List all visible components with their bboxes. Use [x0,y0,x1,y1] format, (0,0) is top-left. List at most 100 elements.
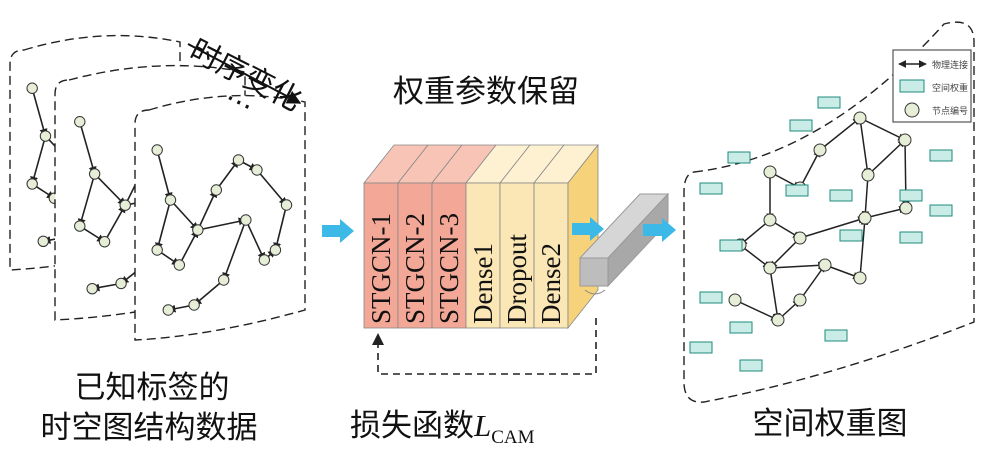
legend-item: 节点编号 [932,105,968,117]
input-caption-line1: 已知标签的 [74,370,230,406]
weight-box [899,231,923,244]
graph-edge [222,219,247,281]
graph-node [188,299,200,311]
graph-node [88,168,101,180]
weight-box [929,204,953,217]
graph-edge [103,204,126,243]
graph-node [269,244,282,256]
graph-node [858,211,872,225]
graph-node [232,154,245,166]
layer-label: Dense1 [468,243,498,324]
graph-node [151,244,163,256]
layer-label: Dense2 [536,243,566,324]
graph-edge [31,88,48,137]
graph-edge [859,117,871,176]
weight-box [839,229,863,242]
graph-node [119,199,131,211]
graph-edge [799,264,826,301]
layer-label: STGCN-3 [434,213,464,324]
gray-output-block [578,192,670,295]
time-arrow-icon [187,43,302,104]
graph-edge [178,229,199,266]
graph-node [258,254,271,266]
graph-edge [769,237,801,269]
graph-edge [799,216,866,239]
graph-node [98,236,111,248]
graph-edge [769,261,826,270]
graph-node [763,261,777,275]
layer-label: STGCN-1 [366,213,396,324]
graph-node [818,258,832,272]
right-arrow-icon [572,217,604,241]
layer-stgcn-2: STGCN-2 [397,144,463,329]
graph-edge [864,205,907,219]
graph-node [74,116,86,128]
weight-box [824,329,848,342]
legend-item: 空间权重 [932,82,968,94]
graph-edge [156,149,173,201]
weight-box [699,291,723,304]
weight-box [729,321,753,334]
graph-panel [134,94,306,341]
right-arrow-icon [643,218,676,242]
weight-box [817,96,841,109]
graph-node [210,184,223,196]
loss-subscript: CAM [491,427,535,449]
graph-edge [155,199,172,251]
weight-box [719,239,743,252]
graph-node [74,220,86,232]
weight-box [899,189,923,202]
right-arrow-icon [322,219,354,243]
weight-box [739,359,763,372]
legend-item: 物理连接 [932,59,968,71]
dashed-feedback-arrow-icon [377,318,597,375]
graph-edge [734,299,779,321]
graph-node [771,313,785,327]
graph-node [899,201,913,215]
input-caption-line2: 时空图结构数据 [40,410,258,446]
layer-stgcn-3: STGCN-3 [431,144,497,329]
graph-edge [859,217,869,279]
graph-edge [79,121,97,175]
graph-edge [77,173,96,227]
weight-box [789,119,813,132]
graph-edge [819,117,861,151]
graph-node [115,277,127,290]
graph-edge [867,139,906,176]
graph-node [898,133,912,147]
graph-node [39,130,52,142]
weight-box [829,189,853,202]
weight-box [929,149,953,162]
weight-box [727,151,751,164]
weight-box [689,341,713,354]
graph-node [240,214,252,226]
graph-node [793,231,807,245]
graph-node [26,178,38,190]
graph-node [37,235,49,248]
graph-edge [169,199,199,231]
graph-node [853,111,867,125]
graph-edge [193,279,225,306]
graph-edge [739,219,771,246]
layer-label: STGCN-2 [400,213,430,324]
graph-edge [197,189,218,231]
graph-edge [94,173,126,206]
graph-node [728,293,742,307]
weight-box [785,184,809,197]
loss-function-label: 损失函数LCAM [350,400,535,449]
weight-box [699,182,723,195]
graph-node [162,304,174,316]
graph-node [26,82,38,94]
graph-edge [215,159,240,191]
graph-edge [861,174,870,219]
output-caption: 空间权重图 [752,406,908,442]
graph-node [813,143,827,157]
graph-edge [799,149,821,189]
graph-node [763,165,777,179]
graph-node [280,199,293,211]
graph-edge [245,219,266,261]
